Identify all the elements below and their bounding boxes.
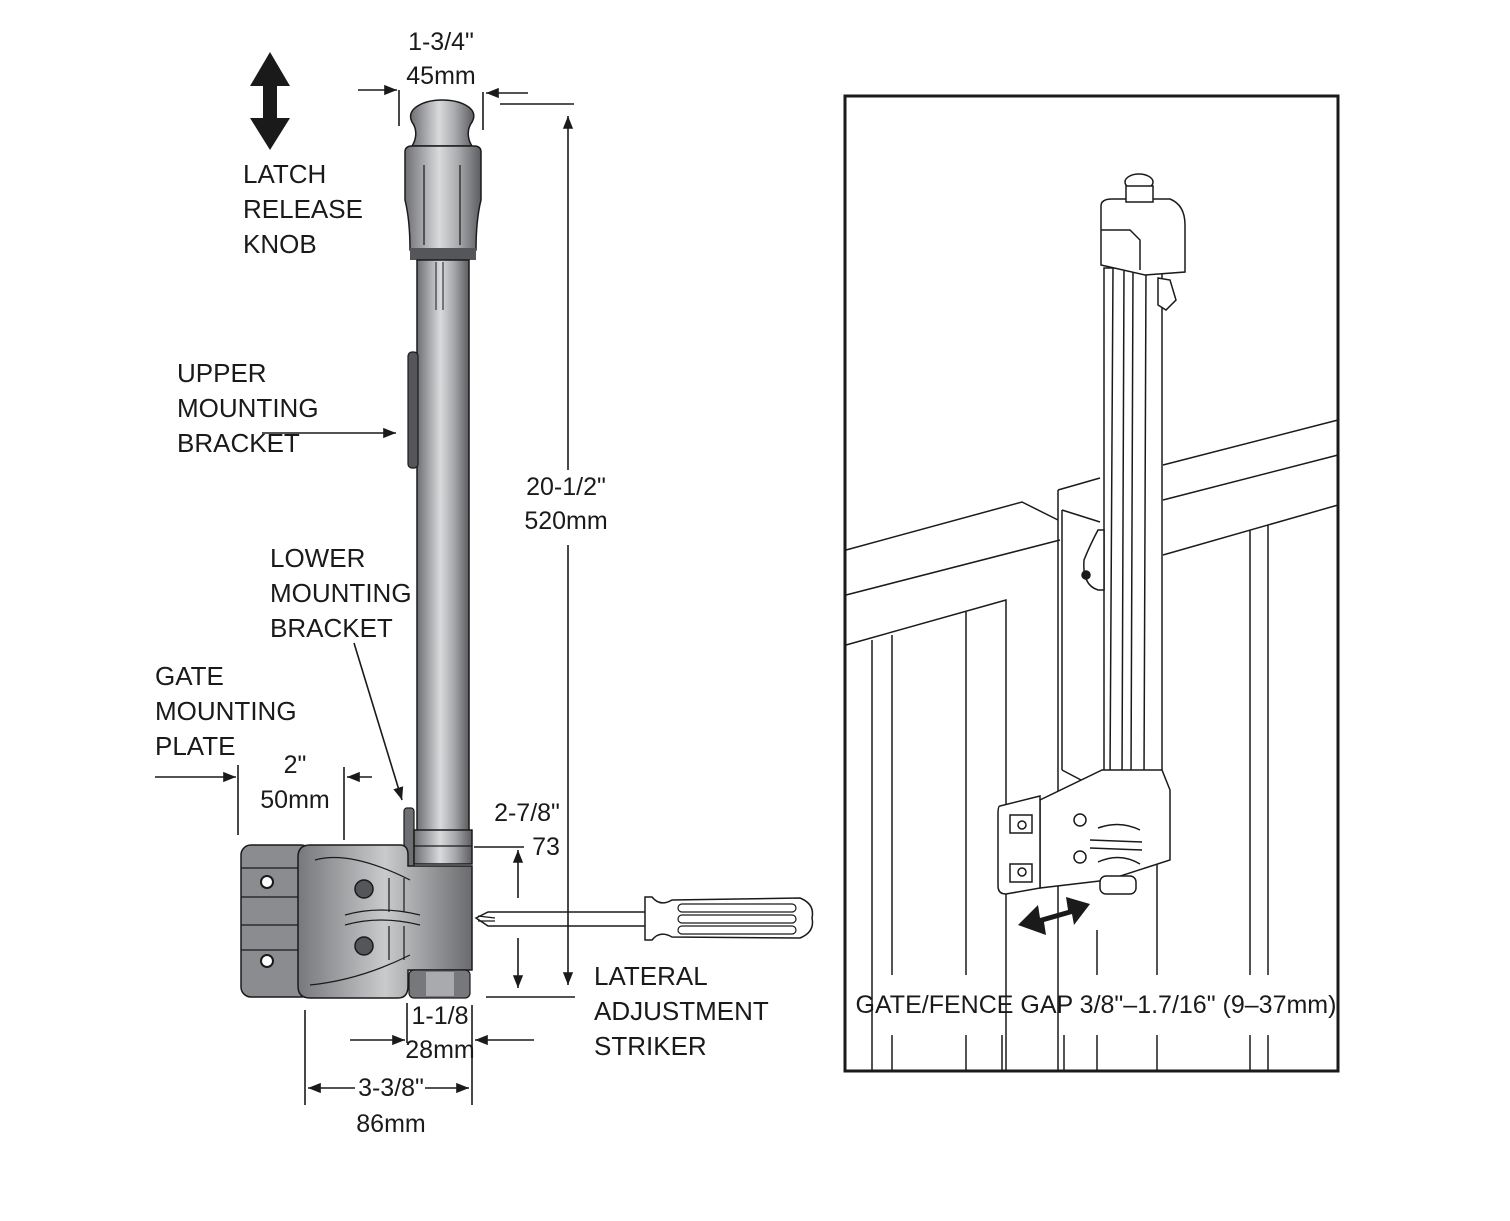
label-line: GATE — [155, 661, 224, 691]
latch-tube — [416, 259, 470, 833]
gate-mounting-plate-label: GATE MOUNTING PLATE — [155, 661, 297, 761]
dimension-metric: 50mm — [260, 786, 329, 814]
striker-width-dimension: 1-1/8 28mm — [405, 1002, 474, 1064]
dimension-metric: 73 — [532, 833, 560, 861]
latch-release-knob-shape — [404, 99, 482, 260]
latch-release-knob-label: LATCH RELEASE KNOB — [243, 159, 363, 259]
dimension-metric: 520mm — [524, 507, 607, 535]
dimension-metric: 86mm — [356, 1110, 425, 1138]
overall-height-dimension: 20-1/2" 520mm — [524, 473, 607, 535]
label-line: MOUNTING — [155, 696, 297, 726]
screwdriver-icon — [474, 896, 814, 941]
label-line: KNOB — [243, 229, 317, 259]
label-line: BRACKET — [270, 613, 393, 643]
installed-view-panel: GATE/FENCE GAP 3/8"–1.7/16" (9–37mm) — [843, 94, 1340, 1073]
gate-fence-gap-caption: GATE/FENCE GAP 3/8"–1.7/16" (9–37mm) — [856, 991, 1337, 1019]
installed-latch — [1081, 173, 1186, 779]
dimension-imperial: 20-1/2" — [526, 473, 606, 501]
double-horizontal-arrow-icon — [1018, 897, 1090, 935]
dimension-metric: 28mm — [405, 1036, 474, 1064]
latch-body-shape — [297, 844, 473, 999]
lower-mounting-bracket-label: LOWER MOUNTING BRACKET — [270, 543, 412, 643]
label-line: RELEASE — [243, 194, 363, 224]
label-line: MOUNTING — [177, 393, 319, 423]
label-line: MOUNTING — [270, 578, 412, 608]
label-line: STRIKER — [594, 1031, 707, 1061]
plate-width-dimension: 2" 50mm — [260, 751, 329, 814]
label-line: ADJUSTMENT — [594, 996, 769, 1026]
label-line: UPPER — [177, 358, 267, 388]
dimension-metric: 45mm — [406, 62, 475, 90]
knob-width-dimension: 1-3/4" 45mm — [406, 28, 475, 90]
dimension-imperial: 1-3/4" — [408, 28, 474, 56]
label-line: LATERAL — [594, 961, 708, 991]
dimension-imperial: 2" — [284, 751, 307, 779]
lateral-adjustment-striker-label: LATERAL ADJUSTMENT STRIKER — [594, 961, 769, 1061]
label-line: BRACKET — [177, 428, 300, 458]
base-width-dimension: 3-3/8" 86mm — [356, 1074, 425, 1138]
dimension-lines — [155, 84, 575, 1105]
upper-mounting-bracket-shape — [407, 351, 419, 469]
gate-mounting-plate-shape — [240, 844, 312, 998]
label-line: LOWER — [270, 543, 365, 573]
dimension-imperial: 3-3/8" — [358, 1074, 424, 1102]
upper-mounting-bracket-label: UPPER MOUNTING BRACKET — [177, 358, 319, 458]
striker-height-dimension: 2-7/8" 73 — [494, 799, 560, 861]
label-line: PLATE — [155, 731, 235, 761]
dimension-imperial: 2-7/8" — [494, 799, 560, 827]
dimension-imperial: 1-1/8 — [412, 1002, 469, 1030]
installed-latch-bracket — [997, 769, 1171, 895]
label-line: LATCH — [243, 159, 326, 189]
double-vertical-arrow-icon — [250, 52, 290, 150]
